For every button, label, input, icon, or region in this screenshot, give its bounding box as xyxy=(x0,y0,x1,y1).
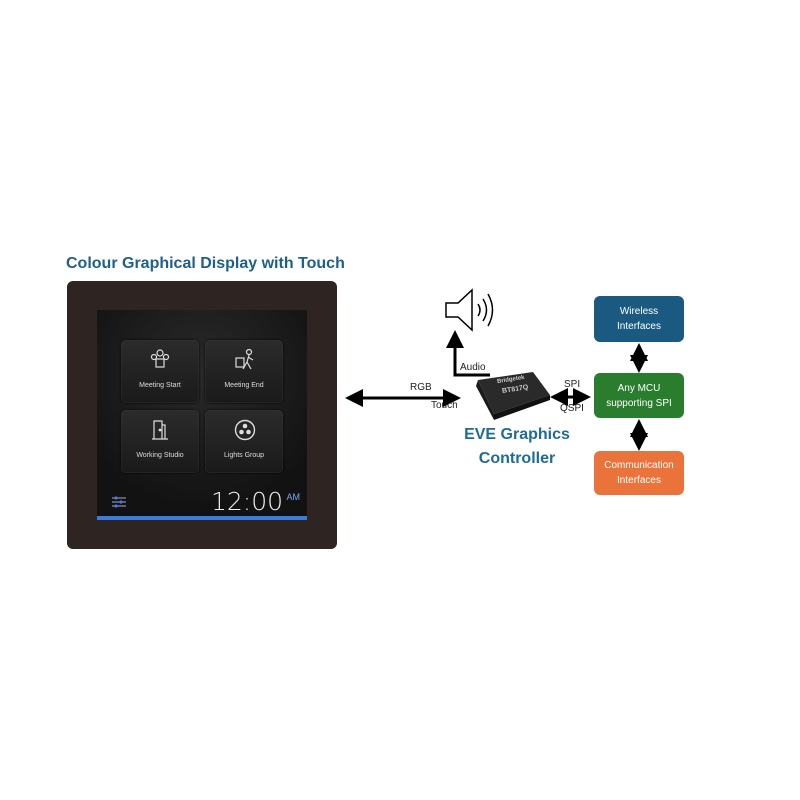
box-line: Interfaces xyxy=(617,475,661,486)
label-rgb: RGB xyxy=(410,382,432,393)
lights-icon xyxy=(234,419,256,441)
audio-arrow xyxy=(446,330,490,377)
settings-sliders-icon[interactable] xyxy=(111,495,127,509)
tile-label: Lights Group xyxy=(223,452,265,459)
display-screen: Meeting Start Meeting End Working Studio… xyxy=(97,310,307,520)
tile-meeting-start[interactable]: Meeting Start xyxy=(121,340,199,403)
chip-icon xyxy=(476,372,550,420)
label-qspi: QSPI xyxy=(560,403,584,414)
mcu-box: Any MCU supporting SPI xyxy=(594,373,684,418)
box-line: supporting SPI xyxy=(606,397,672,409)
display-title: Colour Graphical Display with Touch xyxy=(66,255,345,272)
door-icon xyxy=(152,420,168,440)
accent-bar xyxy=(97,516,307,520)
box-line: Interfaces xyxy=(617,321,661,332)
tile-working-studio[interactable]: Working Studio xyxy=(121,410,199,473)
tile-label: Working Studio xyxy=(136,452,184,459)
tile-lights-group[interactable]: Lights Group xyxy=(205,410,283,473)
tile-label: Meeting End xyxy=(224,382,264,389)
label-touch: Touch xyxy=(431,400,458,411)
label-spi: SPI xyxy=(564,379,581,390)
box-line: Communication xyxy=(604,460,674,471)
walk-out-icon xyxy=(235,349,254,370)
box-line: Wireless xyxy=(619,306,659,317)
box-line: Any MCU xyxy=(617,382,661,394)
tile-meeting-end[interactable]: Meeting End xyxy=(205,340,283,403)
clock-ampm: AM xyxy=(286,492,301,502)
meeting-icon xyxy=(150,349,170,368)
controller-title-line2: Controller xyxy=(478,450,556,467)
speaker-icon xyxy=(445,288,494,332)
tile-label: Meeting Start xyxy=(139,382,181,389)
controller-title-line1: EVE Graphics xyxy=(464,426,570,443)
clock-time: 12:00 xyxy=(210,487,283,516)
label-audio: Audio xyxy=(460,362,486,373)
